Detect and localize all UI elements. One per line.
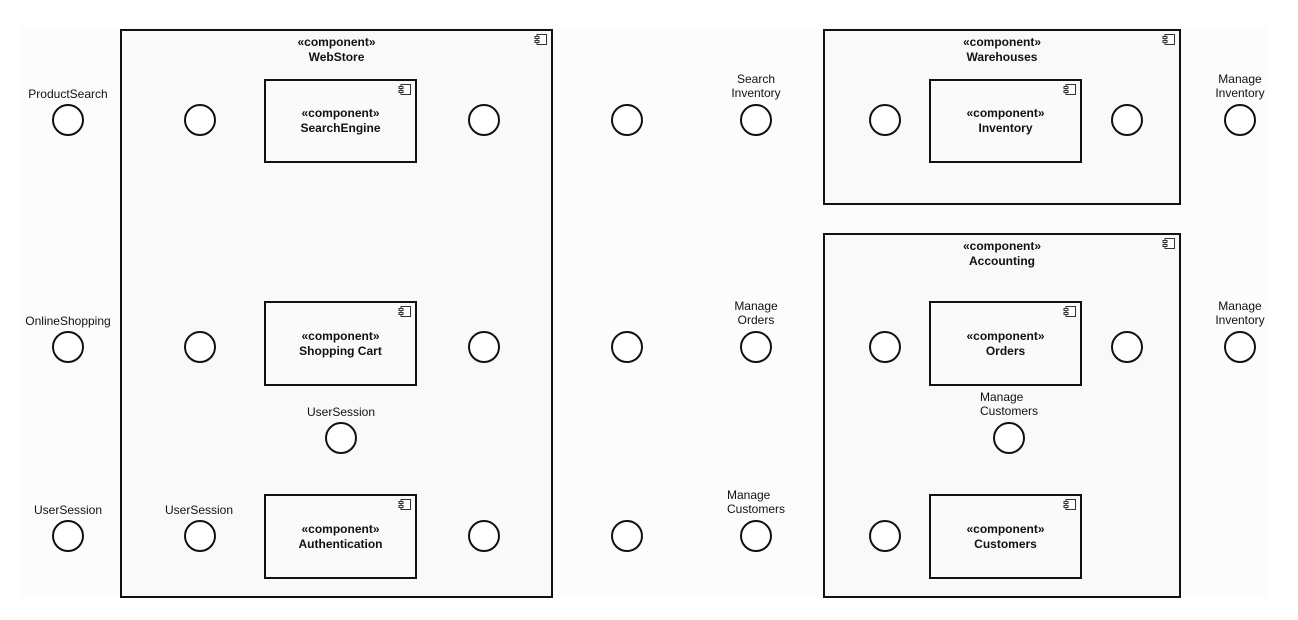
interface-circle[interactable] (869, 520, 901, 552)
interface-circle[interactable] (869, 104, 901, 136)
interface-label-manage-customers: Manage Customers (980, 390, 1038, 418)
label-text: UserSession (306, 405, 376, 419)
interface-circle-product-search[interactable] (52, 104, 84, 136)
interface-circle-manage-customers[interactable] (740, 520, 772, 552)
component-inventory[interactable]: «component» Inventory (929, 79, 1082, 163)
component-name: SearchEngine (300, 121, 381, 135)
label-line: Customers (979, 404, 1039, 418)
component-customers-title: «component» Customers (931, 522, 1080, 552)
stereotype-label: «component» (966, 328, 1045, 343)
label-line: Manage (726, 488, 771, 502)
stereotype-label: «component» (966, 106, 1045, 120)
component-authentication[interactable]: «component» Authentication (264, 494, 417, 579)
interface-circle[interactable] (468, 331, 500, 363)
component-icon (398, 499, 411, 510)
component-icon (1162, 238, 1175, 249)
interface-circle[interactable] (184, 331, 216, 363)
component-authentication-title: «component» Authentication (266, 522, 415, 552)
interface-circle[interactable] (611, 104, 643, 136)
component-name: WebStore (308, 50, 365, 64)
interface-circle-manage-orders[interactable] (740, 331, 772, 363)
component-icon (1063, 306, 1076, 317)
component-icon (398, 84, 411, 95)
component-accounting-title: «component» Accounting (825, 239, 1179, 269)
component-inventory-title: «component» Inventory (931, 106, 1080, 136)
interface-label-user-session: UserSession (307, 405, 375, 419)
interface-label-manage-inventory: Manage Inventory (1215, 72, 1264, 100)
component-shopping-cart-title: «component» Shopping Cart (266, 329, 415, 359)
label-text: UserSession (164, 503, 234, 517)
label-text: ProductSearch (28, 87, 108, 101)
component-orders-title: «component» Orders (931, 329, 1080, 359)
interface-circle[interactable] (1111, 104, 1143, 136)
component-name: Authentication (298, 536, 383, 551)
label-line: Manage (734, 299, 778, 313)
component-warehouses-title: «component» Warehouses (825, 35, 1179, 65)
interface-circle[interactable] (611, 520, 643, 552)
interface-label-search-inventory: Search Inventory (731, 72, 780, 100)
interface-circle-user-session[interactable] (184, 520, 216, 552)
label-text: OnlineShopping (25, 314, 111, 328)
label-line: Search (736, 72, 776, 86)
stereotype-label: «component» (962, 35, 1041, 49)
interface-circle-search-inventory[interactable] (740, 104, 772, 136)
component-orders[interactable]: «component» Orders (929, 301, 1082, 386)
label-line: Manage (1218, 72, 1262, 86)
interface-circle[interactable] (468, 104, 500, 136)
interface-circle-user-session[interactable] (325, 422, 357, 454)
component-search-engine-title: «component» SearchEngine (266, 106, 415, 136)
stereotype-label: «component» (966, 521, 1045, 536)
interface-circle[interactable] (468, 520, 500, 552)
component-name: Warehouses (966, 50, 1038, 64)
component-icon (1162, 34, 1175, 45)
label-line: Customers (726, 502, 786, 516)
interface-label-product-search: ProductSearch (28, 87, 107, 101)
component-name: Accounting (969, 254, 1035, 268)
component-name: Inventory (978, 121, 1033, 135)
component-name: Orders (985, 343, 1026, 358)
stereotype-label: «component» (301, 521, 380, 536)
label-text: UserSession (33, 503, 103, 517)
interface-label-manage-orders: Manage Orders (734, 299, 777, 327)
interface-circle-online-shopping[interactable] (52, 331, 84, 363)
stereotype-label: «component» (301, 106, 380, 120)
label-line: Inventory (1215, 86, 1265, 100)
component-search-engine[interactable]: «component» SearchEngine (264, 79, 417, 163)
component-icon (398, 306, 411, 317)
interface-label-manage-customers: Manage Customers (727, 488, 785, 516)
component-name: Customers (974, 536, 1037, 551)
stereotype-label: «component» (962, 239, 1041, 253)
interface-circle[interactable] (869, 331, 901, 363)
interface-circle[interactable] (184, 104, 216, 136)
stereotype-label: «component» (301, 328, 380, 343)
label-line: Inventory (731, 86, 781, 100)
interface-circle-manage-inventory[interactable] (1224, 331, 1256, 363)
label-line: Manage (1218, 299, 1262, 313)
interface-label-user-session: UserSession (165, 503, 233, 517)
interface-circle[interactable] (611, 331, 643, 363)
interface-circle-manage-inventory[interactable] (1224, 104, 1256, 136)
interface-circle-user-session[interactable] (52, 520, 84, 552)
label-line: Manage (979, 390, 1024, 404)
component-name: Shopping Cart (299, 343, 382, 358)
component-icon (1063, 499, 1076, 510)
interface-label-user-session: UserSession (34, 503, 102, 517)
stereotype-label: «component» (297, 35, 376, 49)
component-shopping-cart[interactable]: «component» Shopping Cart (264, 301, 417, 386)
label-line: Orders (737, 313, 775, 327)
interface-circle[interactable] (1111, 331, 1143, 363)
component-customers[interactable]: «component» Customers (929, 494, 1082, 579)
component-icon (1063, 84, 1076, 95)
component-icon (534, 34, 547, 45)
component-webstore-title: «component» WebStore (122, 35, 551, 65)
interface-label-online-shopping: OnlineShopping (25, 314, 110, 328)
label-line: Inventory (1215, 313, 1265, 327)
interface-label-manage-inventory: Manage Inventory (1215, 299, 1264, 327)
interface-circle-manage-customers[interactable] (993, 422, 1025, 454)
